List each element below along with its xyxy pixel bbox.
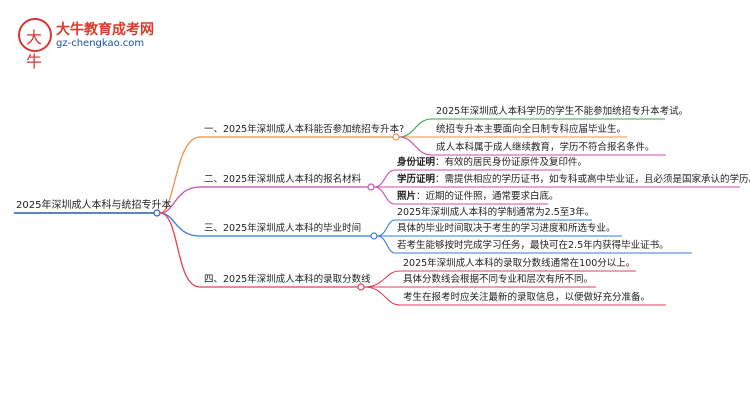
logo-title: 大牛教育成考网 [56, 22, 154, 38]
logo-badge: 大牛 [18, 18, 52, 71]
root-label: 2025年深圳成人本科与统招专升本 [16, 200, 172, 211]
leaf-3-2: 具体的毕业时间取决于考生的学习进度和所选专业。 [397, 223, 616, 234]
branch-3-label: 三、2025年深圳成人本科的毕业时间 [204, 223, 362, 234]
leaf-3-3: 若考生能够按时完成学习任务，最快可在2.5年内获得毕业证书。 [397, 240, 669, 251]
leaf-3-1: 2025年深圳成人本科的学制通常为2.5至3年。 [397, 207, 595, 218]
logo-site: gz-chengkao.com [56, 38, 145, 49]
branch-4-curve [159, 212, 201, 288]
logo-mark: 大牛 [26, 28, 43, 71]
branch-2-node [367, 183, 375, 191]
logo: 大牛 大牛教育成考网 gz-chengkao.com [18, 18, 158, 71]
leaf-4-3: 考生在报考时应关注最新的录取信息，以便做好充分准备。 [403, 292, 651, 303]
branch-4-label: 四、2025年深圳成人本科的录取分数线 [204, 274, 371, 285]
leaf-1-1: 2025年深圳成人本科学历的学生不能参加统招专升本考试。 [436, 106, 689, 117]
leaf-1-2: 统招专升本主要面向全日制专科应届毕业生。 [436, 124, 627, 135]
branch-3-node [370, 232, 378, 240]
branch-1-label: 一、2025年深圳成人本科能否参加统招专升本? [204, 124, 405, 135]
leaf-4-1: 2025年深圳成人本科的录取分数线通常在100分以上。 [403, 258, 636, 269]
branch-1-curve [159, 136, 201, 214]
leaf-1-3: 成人本科属于成人继续教育，学历不符合报名条件。 [436, 142, 655, 153]
branch-2-label: 二、2025年深圳成人本科的报名材料 [204, 174, 362, 185]
leaf-2-2: 学历证明：需提供相应的学历证书，如专科或高中毕业证，且必须是国家承认的学历。 [397, 174, 750, 185]
branch-2-curve [159, 186, 201, 214]
leaf-2-1: 身份证明：有效的居民身份证原件及复印件。 [397, 157, 588, 168]
leaf-4-2: 具体分数线会根据不同专业和层次有所不同。 [403, 274, 594, 285]
leaf-2-3: 照片：近期的证件照，通常要求白底。 [397, 191, 559, 202]
